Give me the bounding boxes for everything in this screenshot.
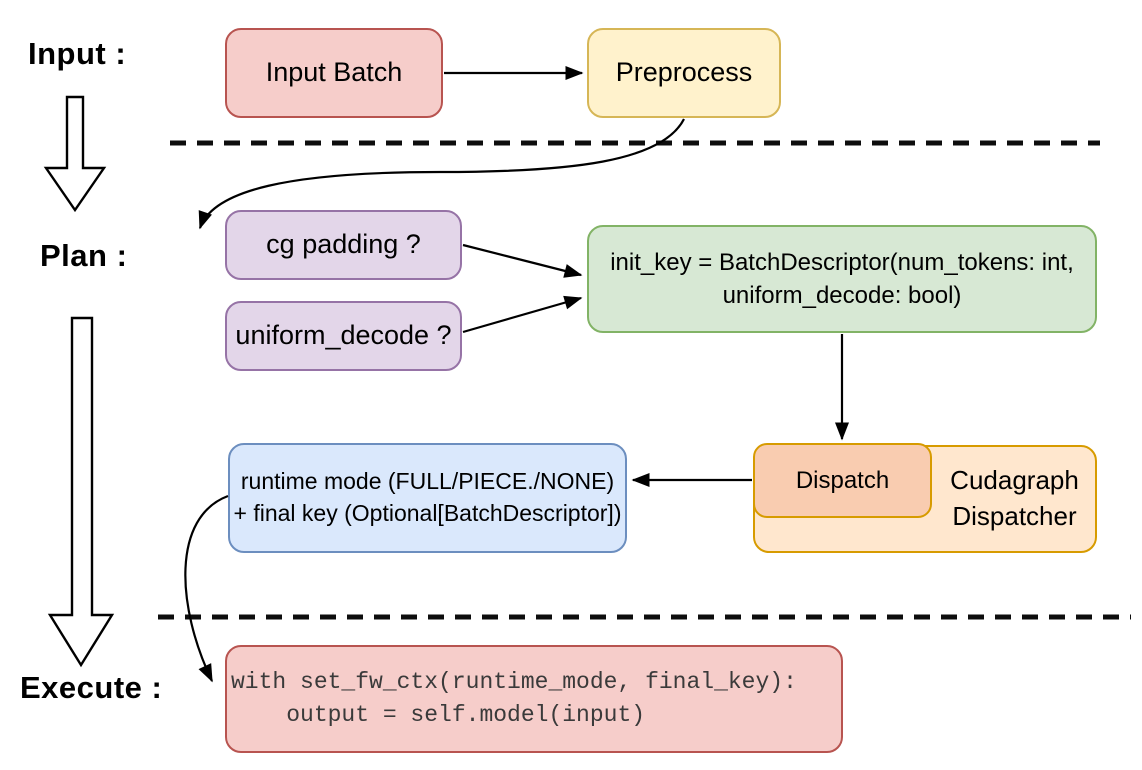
node-cg-padding: cg padding ? (225, 210, 462, 280)
node-execute-code: with set_fw_ctx(runtime_mode, final_key)… (225, 645, 843, 753)
node-input-batch-label: Input Batch (265, 57, 403, 88)
edge-runtime-to-execute (184, 494, 229, 683)
node-execute-code-line2: output = self.model(input) (231, 702, 646, 728)
node-cudagraph-dispatcher-line1: Cudagraph (950, 465, 1079, 496)
node-preprocess-label: Preprocess (615, 57, 753, 88)
node-runtime-mode-line2: + final key (Optional[BatchDescriptor]) (233, 500, 622, 526)
hollow-arrow-input-to-plan (43, 95, 107, 213)
node-runtime-mode-line1: runtime mode (FULL/PIECE./NONE) (240, 468, 615, 495)
node-execute-code-line1: with set_fw_ctx(runtime_mode, final_key)… (231, 669, 797, 696)
section-label-input: Input : (28, 36, 127, 71)
hollow-arrow-plan-to-execute (47, 316, 115, 668)
node-init-key-line2: uniform_decode: bool) (722, 282, 962, 309)
node-preprocess: Preprocess (587, 28, 781, 118)
node-input-batch: Input Batch (225, 28, 443, 118)
node-cudagraph-dispatcher-line2: Dispatcher (952, 501, 1077, 531)
section-label-plan: Plan : (40, 238, 128, 273)
node-uniform-decode-label: uniform_decode ? (235, 320, 452, 351)
node-init-key-line1: init_key = BatchDescriptor(num_tokens: i… (610, 248, 1074, 276)
node-dispatch-label: Dispatch (795, 466, 890, 494)
section-label-execute: Execute : (20, 670, 163, 705)
node-cg-padding-label: cg padding ? (266, 229, 421, 260)
node-uniform-decode: uniform_decode ? (225, 301, 462, 371)
node-runtime-mode: runtime mode (FULL/PIECE./NONE) + final … (228, 443, 627, 553)
node-dispatch: Dispatch (753, 443, 932, 518)
edge-cgpadding-to-initkey (462, 243, 583, 278)
edge-uniformdecode-to-initkey (462, 295, 583, 334)
node-init-key: init_key = BatchDescriptor(num_tokens: i… (587, 225, 1097, 333)
